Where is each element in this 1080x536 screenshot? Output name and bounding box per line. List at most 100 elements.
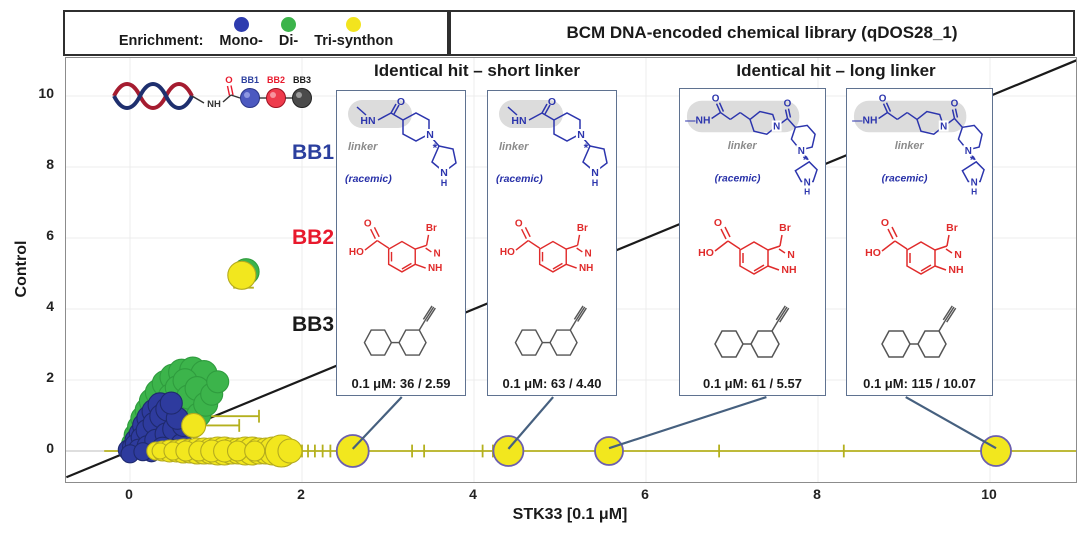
- y-axis-label: Control: [13, 240, 30, 298]
- x-tick-label: 6: [641, 486, 649, 502]
- n-label: N: [433, 248, 440, 259]
- structure-card-1: HN O N * N H linker (racemic) O HO Br N …: [336, 90, 466, 396]
- bb1-ball: [240, 88, 260, 108]
- legend-dot-di-icon: [281, 17, 297, 32]
- bb2-structure: O HO Br N NH: [865, 217, 963, 276]
- o-label: O: [880, 217, 888, 229]
- br-label: Br: [946, 222, 958, 234]
- bb2-structure: O HO Br N NH: [698, 217, 796, 276]
- h-label: H: [441, 178, 448, 188]
- linker-highlight-blob: [686, 100, 799, 133]
- bb2-ball: [266, 88, 286, 108]
- bb1-ball-shine: [244, 92, 250, 98]
- nh-label: —NH: [852, 115, 877, 126]
- connector-line: [351, 396, 403, 450]
- scatter-point-mono-synthon: [159, 391, 183, 415]
- x-tick-label: 10: [981, 486, 997, 502]
- dna-bb3-label: BB3: [293, 75, 311, 85]
- o-label: O: [711, 94, 719, 105]
- n-label: N: [954, 249, 962, 261]
- scatter-point-tri-synthon-hits: [492, 435, 525, 467]
- bb3-row-label: BB3: [291, 313, 334, 336]
- structure-card-2: HN O N * N H linker (racemic) O HO Br N …: [487, 90, 617, 396]
- y-tick-label: 6: [46, 227, 54, 243]
- br-label: Br: [779, 222, 791, 234]
- linker-highlight-blob: [348, 100, 412, 128]
- structure-card-4: —NH O N O N * N H linker (racemic) O HO …: [846, 88, 993, 396]
- y-tick-label: 4: [46, 298, 54, 314]
- linker-label: linker: [348, 141, 378, 153]
- stereo-star: *: [433, 141, 438, 155]
- bb3-structure: [363, 305, 436, 357]
- racemic-label: (racemic): [345, 173, 392, 185]
- scatter-point-tri-synthon-hits: [980, 435, 1012, 467]
- hn-label: HN: [360, 115, 375, 127]
- n-label: N: [964, 146, 971, 157]
- nh-label: —NH: [685, 115, 710, 126]
- legend-label-tri: Tri-synthon: [314, 33, 394, 49]
- n-label: N: [970, 177, 977, 188]
- scatter-point-tri-synthon-hits: [335, 434, 370, 468]
- bb3-structure: [713, 305, 789, 358]
- dna-strand-red: [112, 82, 194, 110]
- dna-o-label: O: [225, 75, 232, 86]
- o-label: O: [713, 217, 721, 229]
- connector-line: [905, 396, 997, 450]
- y-tick-label: 0: [46, 440, 54, 456]
- x-tick-label: 2: [297, 486, 305, 502]
- n-label: N: [787, 249, 795, 261]
- dna-conjugate-schematic: NH O BB1 BB2 BB3: [112, 75, 312, 110]
- x-axis-label: STK33 [0.1 μM]: [512, 506, 628, 523]
- o-label: O: [364, 218, 372, 229]
- linker-label: linker: [499, 141, 529, 153]
- n-label: N: [591, 167, 599, 179]
- bb1-structure-short: HN O N * N H linker (racemic): [496, 96, 608, 188]
- y-tick-label: 2: [46, 369, 54, 385]
- ho-label: HO: [500, 246, 515, 257]
- nh-label: NH: [428, 263, 442, 274]
- ho-label: HO: [698, 247, 714, 259]
- linker-label: linker: [894, 140, 924, 152]
- linker-highlight-blob: [499, 100, 563, 128]
- bb1-structure-short: HN O N * N H linker (racemic): [345, 96, 457, 188]
- bb2-row-label: BB2: [291, 226, 334, 249]
- legend-dot-mono-icon: [233, 17, 249, 32]
- racemic-label: (racemic): [881, 174, 927, 185]
- scatter-point-tri-synthon: [244, 440, 266, 462]
- y-tick-label: 8: [46, 156, 54, 172]
- enrichment-value: 0.1 μM: 63 / 4.40: [502, 375, 602, 391]
- o-label: O: [878, 94, 886, 105]
- o-label: O: [950, 99, 958, 110]
- h-label: H: [804, 186, 810, 196]
- structure-card-3: —NH O N O N * N H linker (racemic) O HO …: [679, 88, 826, 396]
- n-label: N: [773, 121, 780, 132]
- bb3-ball-shine: [296, 92, 302, 98]
- bb1-structure-long: —NH O N O N * N H linker (racemic): [852, 94, 985, 196]
- stereo-star: *: [969, 153, 974, 167]
- scatter-plot: [66, 58, 1076, 482]
- enrichment-value: 0.1 μM: 61 / 5.57: [702, 376, 802, 391]
- n-label: N: [940, 121, 947, 132]
- scatter-point-di-synthon: [206, 370, 230, 394]
- scatter-point-tri-synthon: [227, 260, 257, 290]
- legend-label-di: Di-: [278, 33, 299, 49]
- scatter-point-tri-synthon: [277, 438, 303, 464]
- x-tick-label: 8: [813, 486, 821, 502]
- n-label: N: [440, 167, 448, 179]
- br-label: Br: [577, 223, 588, 234]
- bb3-structure: [514, 305, 587, 357]
- n-label: N: [584, 248, 591, 259]
- legend-item-di: Di-: [279, 17, 298, 49]
- bb1-structure-long: —NH O N O N * N H linker (racemic): [685, 94, 818, 196]
- ho-label: HO: [865, 247, 881, 259]
- h-label: H: [971, 186, 977, 196]
- legend-prefix: Enrichment:: [118, 33, 204, 49]
- n-label: N: [426, 129, 434, 141]
- n-label: N: [803, 177, 810, 188]
- racemic-label: (racemic): [714, 174, 760, 185]
- n-label: N: [797, 146, 804, 157]
- enrichment-value: 0.1 μM: 115 / 10.07: [863, 376, 976, 391]
- stereo-star: *: [584, 141, 589, 155]
- legend-item-tri: Tri-synthon: [314, 17, 393, 49]
- linker-label: linker: [727, 140, 757, 152]
